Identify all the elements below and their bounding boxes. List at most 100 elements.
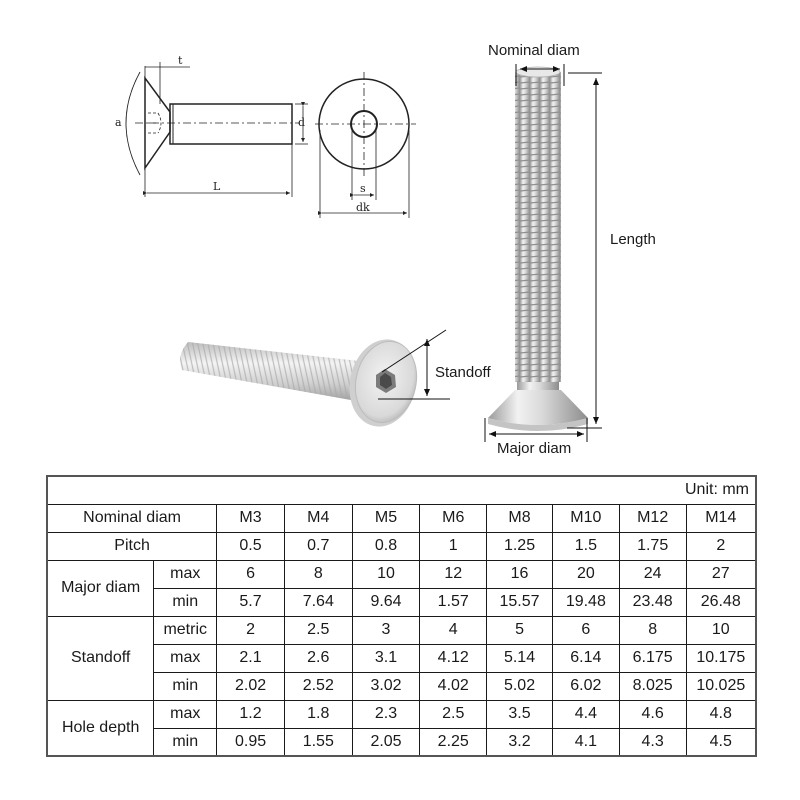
- value-cell: 12: [419, 559, 488, 589]
- dim-label-d-side: d: [298, 116, 306, 129]
- value-cell: 2.5: [419, 699, 488, 729]
- value-cell: 6: [216, 559, 285, 589]
- row-header-pitch: Pitch: [46, 531, 218, 561]
- value-cell: 1.8: [283, 699, 353, 729]
- standoff-metric-row: Standoff metric 2 2.5 3 4 5 6 8 10: [46, 615, 757, 701]
- value-cell: 20: [551, 559, 620, 589]
- value-cell: 7.64: [283, 587, 353, 617]
- sub-header-min: min: [153, 671, 218, 701]
- value-cell: 4.8: [685, 699, 757, 729]
- value-cell: 2.6: [283, 643, 353, 673]
- value-cell: 2.1: [216, 643, 285, 673]
- value-cell: 24: [618, 559, 687, 589]
- value-cell: 10: [351, 559, 421, 589]
- value-cell: 3.1: [351, 643, 421, 673]
- dim-label-s: s: [360, 182, 366, 195]
- hole-depth-max-row: Hole depth max 1.2 1.8 2.3 2.5 3.5 4.4 4…: [46, 699, 757, 757]
- value-cell: 2.52: [283, 671, 353, 701]
- spec-table: Unit: mm Nominal diam M3 M4 M5 M6 M8 M10…: [46, 475, 757, 757]
- dim-label-L: L: [213, 180, 221, 193]
- value-cell: 23.48: [618, 587, 687, 617]
- size-cell: M3: [216, 503, 285, 533]
- standoff-dimension: [378, 329, 450, 400]
- value-cell: 4.3: [618, 727, 687, 757]
- size-cell: M5: [351, 503, 421, 533]
- major-diam-max-row: Major diam max 6 8 10 12 16 20 24 27: [46, 559, 757, 617]
- value-cell: 2.5: [283, 615, 353, 645]
- hole-depth-min-row: min 0.95 1.55 2.05 2.25 3.2 4.1 4.3 4.5: [47, 727, 757, 757]
- sub-header-min: min: [153, 727, 218, 757]
- value-cell: 1.25: [486, 531, 553, 561]
- unit-label: Unit: mm: [46, 475, 757, 505]
- value-cell: 2: [685, 531, 757, 561]
- value-cell: 4.6: [618, 699, 687, 729]
- value-cell: 1.55: [283, 727, 353, 757]
- value-cell: 0.7: [283, 531, 353, 561]
- front-view-drawing: [315, 72, 416, 218]
- value-cell: 1: [419, 531, 488, 561]
- label-length: Length: [610, 231, 656, 248]
- value-cell: 1.57: [419, 587, 488, 617]
- value-cell: 4.4: [551, 699, 620, 729]
- value-cell: 4: [419, 615, 488, 645]
- dim-label-dk: dk: [356, 201, 370, 214]
- value-cell: 0.5: [216, 531, 285, 561]
- nominal-diam-row: Nominal diam M3 M4 M5 M6 M8 M10 M12 M14: [46, 503, 757, 533]
- value-cell: 0.95: [216, 727, 285, 757]
- value-cell: 15.57: [486, 587, 553, 617]
- size-cell: M8: [486, 503, 553, 533]
- value-cell: 2.05: [351, 727, 421, 757]
- value-cell: 5.14: [486, 643, 553, 673]
- value-cell: 5.7: [216, 587, 285, 617]
- size-cell: M12: [618, 503, 687, 533]
- sub-header-metric: metric: [153, 615, 218, 645]
- screw-diagrams: [125, 62, 602, 442]
- value-cell: 1.2: [216, 699, 285, 729]
- sub-header-max: max: [153, 643, 218, 673]
- value-cell: 1.75: [618, 531, 687, 561]
- sub-header-max: max: [153, 559, 218, 589]
- value-cell: 4.1: [551, 727, 620, 757]
- value-cell: 16: [486, 559, 553, 589]
- size-cell: M4: [283, 503, 353, 533]
- value-cell: 27: [685, 559, 757, 589]
- sub-header-max: max: [153, 699, 218, 729]
- standoff-min-row: min 2.02 2.52 3.02 4.02 5.02 6.02 8.025 …: [47, 671, 757, 701]
- major-diam-min-row: min 5.7 7.64 9.64 1.57 15.57 19.48 23.48…: [47, 587, 757, 617]
- value-cell: 8.025: [618, 671, 687, 701]
- value-cell: 3.02: [351, 671, 421, 701]
- sub-header-min: min: [153, 587, 218, 617]
- value-cell: 3: [351, 615, 421, 645]
- illustration-area: t a d L s dk Nominal diam Length Standof…: [115, 42, 656, 457]
- label-standoff: Standoff: [435, 364, 491, 381]
- row-header-standoff: Standoff: [46, 615, 155, 701]
- value-cell: 2.3: [351, 699, 421, 729]
- value-cell: 2: [216, 615, 285, 645]
- value-cell: 19.48: [551, 587, 620, 617]
- value-cell: 26.48: [685, 587, 757, 617]
- row-header-hole-depth: Hole depth: [46, 699, 155, 757]
- unit-row: Unit: mm: [46, 475, 757, 505]
- value-cell: 5: [486, 615, 553, 645]
- standoff-max-row: max 2.1 2.6 3.1 4.12 5.14 6.14 6.175 10.…: [47, 643, 757, 673]
- size-cell: M14: [685, 503, 757, 533]
- value-cell: 9.64: [351, 587, 421, 617]
- value-cell: 10.175: [685, 643, 757, 673]
- value-cell: 8: [618, 615, 687, 645]
- value-cell: 2.25: [419, 727, 488, 757]
- value-cell: 2.02: [216, 671, 285, 701]
- value-cell: 4.02: [419, 671, 488, 701]
- value-cell: 10.025: [685, 671, 757, 701]
- vertical-dimensions: [484, 64, 602, 442]
- value-cell: 6.02: [551, 671, 620, 701]
- horizontal-screw-photo: [180, 339, 418, 427]
- size-cell: M10: [551, 503, 620, 533]
- side-view-drawing: [125, 62, 308, 197]
- dim-label-a: a: [115, 116, 122, 129]
- value-cell: 8: [283, 559, 353, 589]
- value-cell: 4.5: [685, 727, 757, 757]
- value-cell: 4.12: [419, 643, 488, 673]
- value-cell: 5.02: [486, 671, 553, 701]
- value-cell: 6.175: [618, 643, 687, 673]
- dim-label-t: t: [178, 54, 183, 67]
